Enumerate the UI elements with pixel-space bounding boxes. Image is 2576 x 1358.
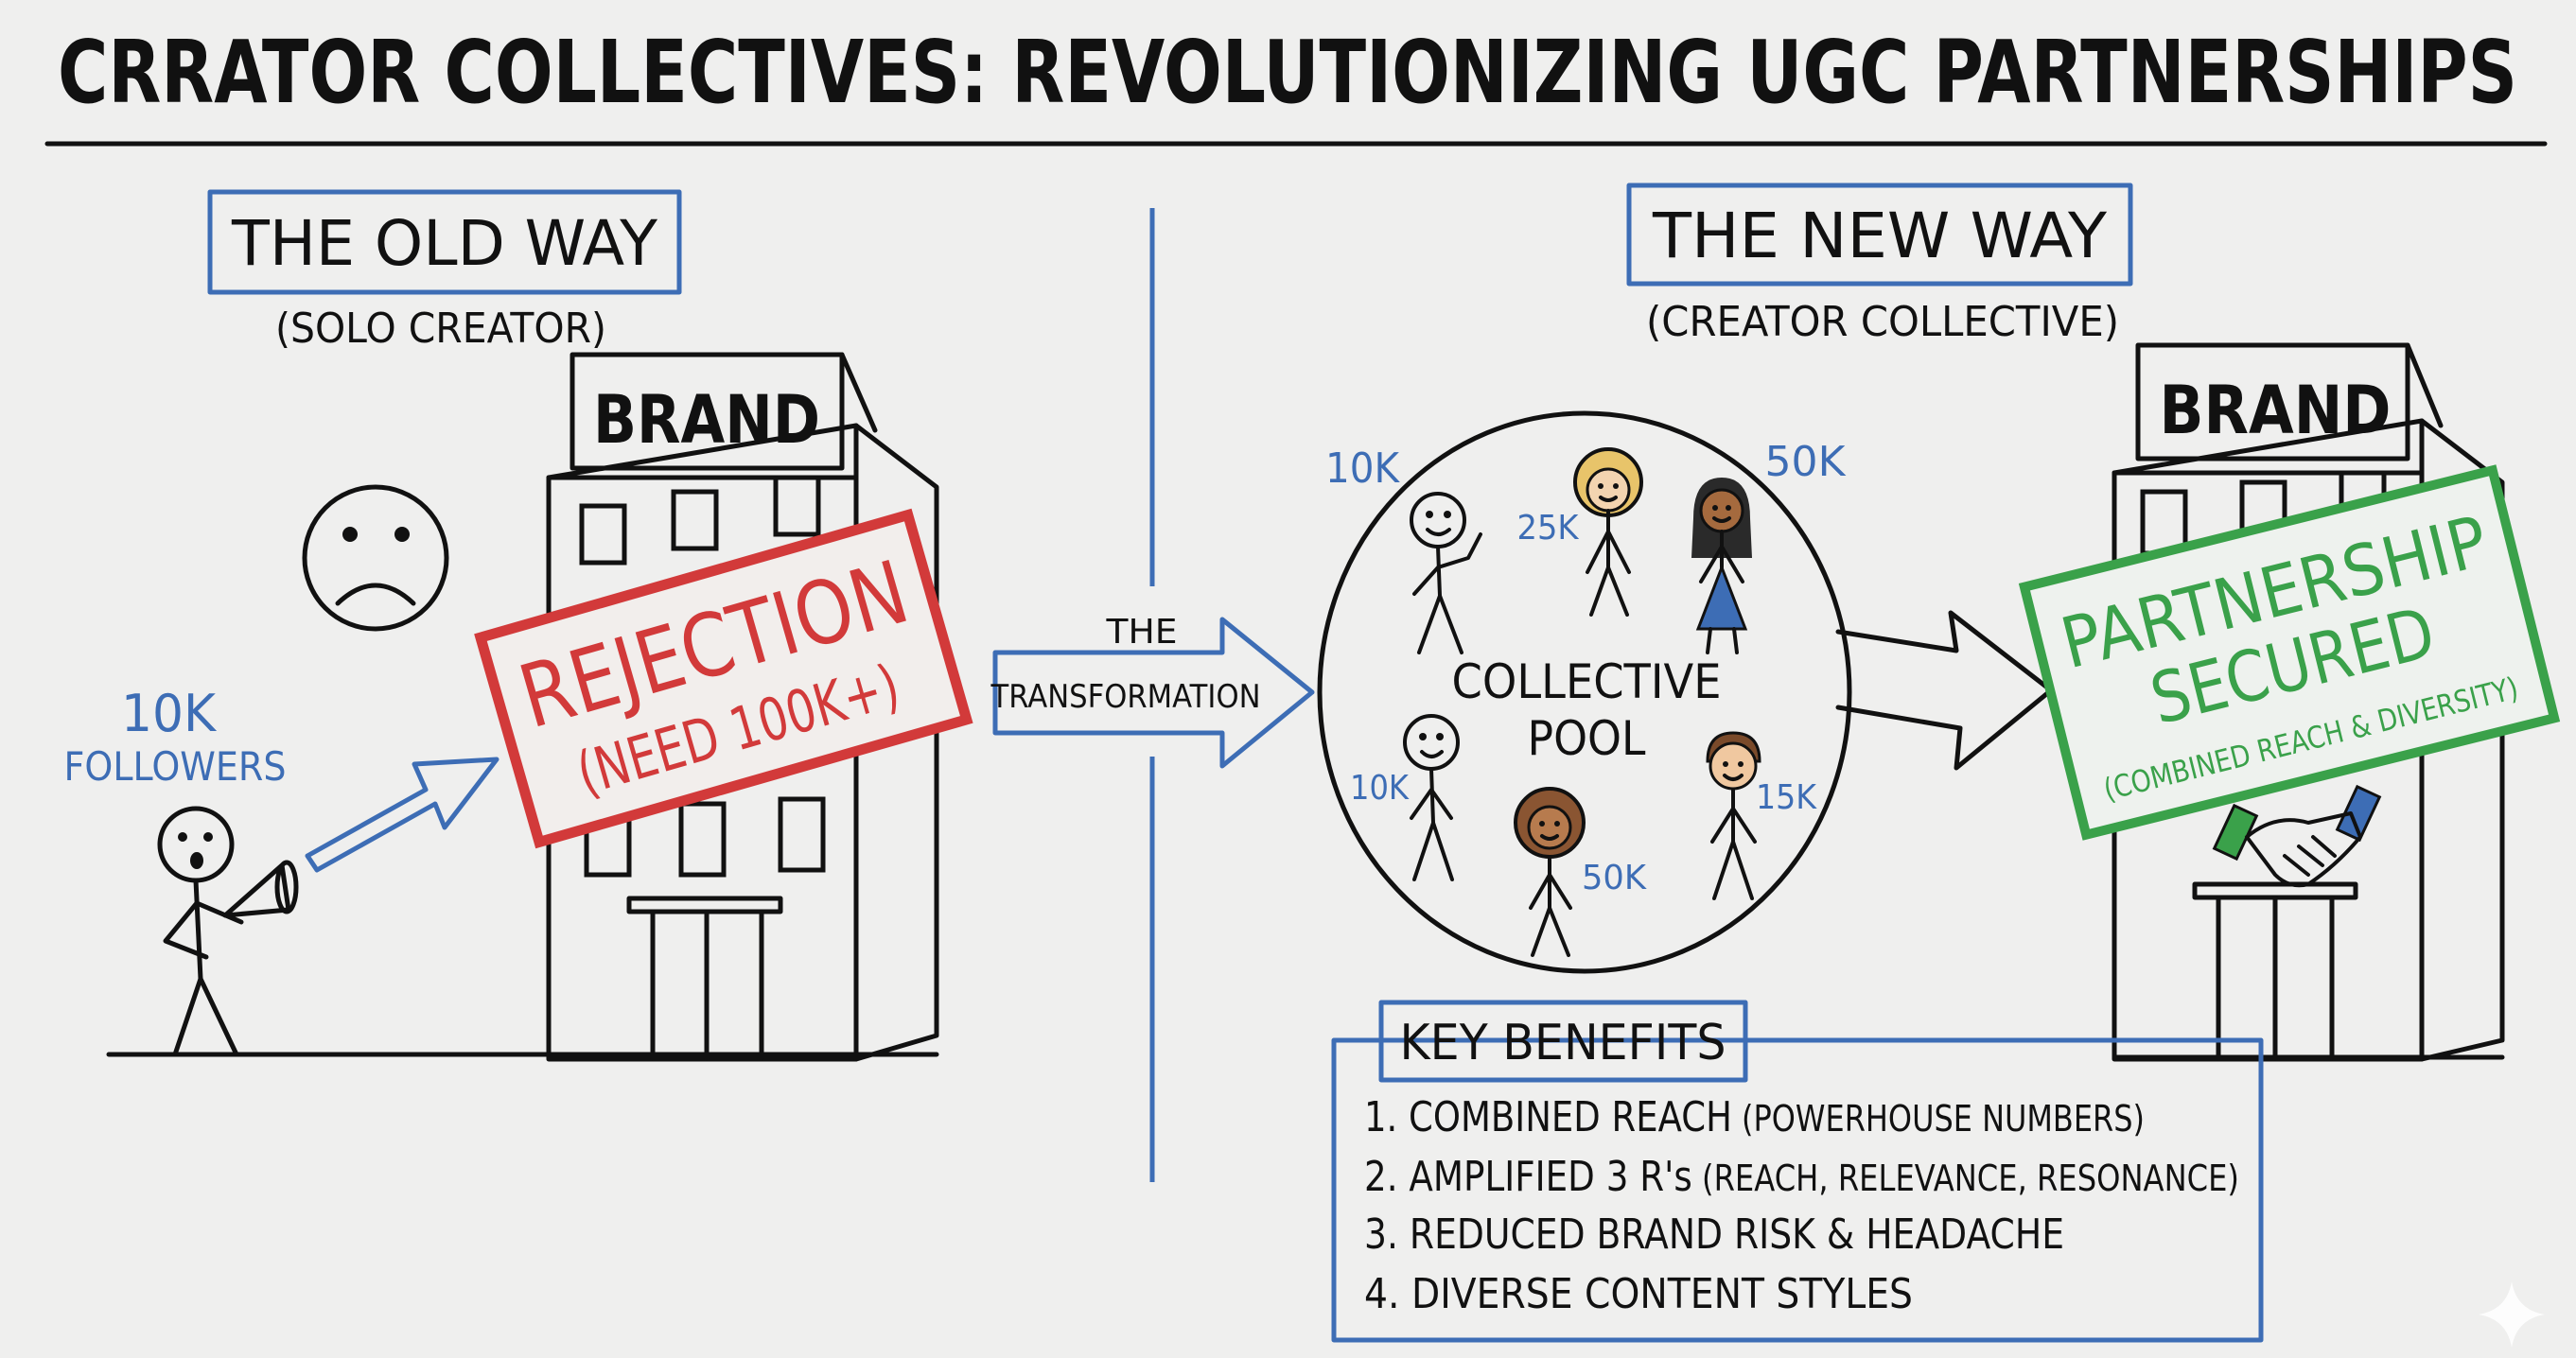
benefit-item-2-detail: (REACH, RELEVANCE, RESONANCE): [1692, 1158, 2239, 1199]
creator-6-reach: 15K: [1756, 778, 1817, 817]
benefit-item-1: 1. COMBINED REACH (POWERHOUSE NUMBERS): [1364, 1093, 2145, 1141]
sad-face-icon: [302, 484, 449, 632]
old-way-subheading: (SOLO CREATOR): [275, 305, 606, 353]
benefit-item-2: 2. AMPLIFIED 3 R's (REACH, RELEVANCE, RE…: [1364, 1153, 2239, 1201]
creator-2-reach: 25K: [1517, 509, 1580, 548]
handshake-icon: [2212, 784, 2382, 888]
benefit-item-1-main: 1. COMBINED REACH: [1364, 1093, 1732, 1141]
creator-5-reach: 50K: [1582, 859, 1647, 897]
transformation-arrow: THE TRANSFORMATION: [990, 613, 1315, 769]
benefit-item-1-detail: (POWERHOUSE NUMBERS): [1732, 1098, 2145, 1140]
new-way-section: THE NEW WAY (CREATOR COLLECTIVE) COLLECT…: [1317, 183, 2561, 1062]
pitch-arrow-icon: [305, 757, 499, 873]
new-brand-label: BRAND: [2160, 372, 2392, 449]
key-benefits-heading: KEY BENEFITS: [1400, 1015, 1726, 1071]
pool-label-line1: COLLECTIVE: [1452, 654, 1722, 709]
key-benefits-heading-box: [1378, 1000, 1748, 1083]
transformation-line1: THE: [1105, 613, 1177, 652]
old-way-heading-box: [207, 189, 682, 295]
benefit-item-3: 3. REDUCED BRAND RISK & HEADACHE: [1364, 1210, 2064, 1259]
sparkle-icon: [2479, 1281, 2545, 1348]
creator-figure-1: [1410, 492, 1482, 654]
creator-figure-2: [1573, 447, 1643, 617]
old-way-section: THE OLD WAY (SOLO CREATOR) BRAND: [64, 189, 973, 1062]
collective-pool-circle: [1317, 410, 1852, 974]
creator-4-reach: 10K: [1350, 769, 1410, 808]
benefit-item-4-main: 4. DIVERSE CONTENT STYLES: [1364, 1270, 1913, 1318]
pool-label-line2: POOL: [1528, 711, 1646, 766]
followers-label: FOLLOWERS: [64, 743, 287, 790]
key-benefits-panel: KEY BENEFITS 1. COMBINED REACH (POWERHOU…: [1331, 1000, 2264, 1343]
partnership-stamp: PARTNERSHIP SECURED (COMBINED REACH & DI…: [2018, 464, 2561, 841]
creator-figure-4: [1403, 714, 1460, 881]
new-brand-sign: [2135, 342, 2410, 461]
new-way-heading: THE NEW WAY: [1652, 200, 2108, 272]
page-title: CRRATOR COLLECTIVES: REVOLUTIONIZING UGC…: [58, 22, 2517, 123]
creator-figure-5: [1514, 787, 1586, 957]
creator-1-reach: 10K: [1325, 444, 1400, 493]
rejection-stamp: REJECTION (NEED 100K+): [474, 508, 973, 849]
solo-creator-megaphone-icon: [157, 806, 299, 1057]
creator-3-reach: 50K: [1765, 438, 1847, 486]
new-brand-building-icon: BRAND: [2112, 342, 2505, 1062]
creator-figure-3: [1691, 478, 1752, 654]
old-way-heading: THE OLD WAY: [231, 207, 658, 280]
new-way-heading-box: [1626, 183, 2133, 287]
old-brand-sign: [570, 352, 845, 471]
new-way-subheading: (CREATOR COLLECTIVE): [1646, 298, 2119, 346]
benefit-item-3-main: 3. REDUCED BRAND RISK & HEADACHE: [1364, 1210, 2064, 1259]
old-brand-label: BRAND: [593, 381, 820, 459]
key-benefits-box: [1331, 1037, 2264, 1343]
followers-count: 10K: [121, 684, 218, 743]
benefit-item-2-main: 2. AMPLIFIED 3 R's: [1364, 1153, 1692, 1201]
benefit-item-4: 4. DIVERSE CONTENT STYLES: [1364, 1270, 1913, 1318]
creator-figure-6: [1706, 731, 1761, 900]
transformation-line2: TRANSFORMATION: [990, 678, 1261, 716]
pool-to-brand-arrow-icon: [1835, 610, 2054, 771]
